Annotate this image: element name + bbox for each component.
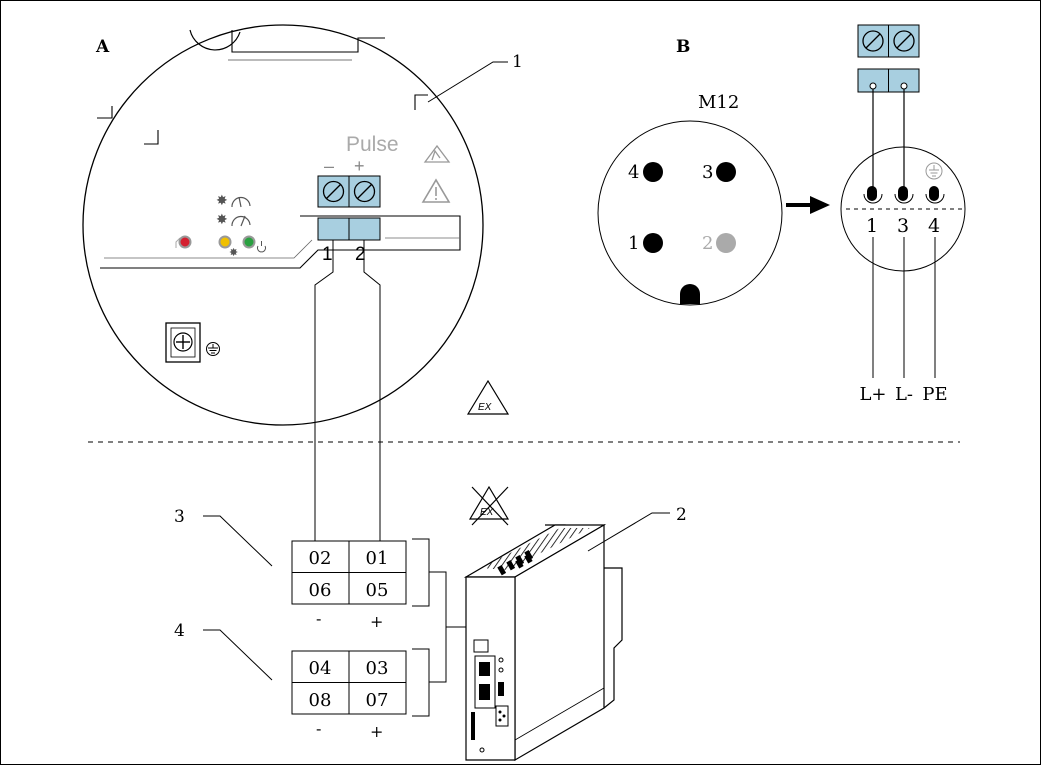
pe-ground-icon: [925, 162, 943, 180]
pulse-minus-label: –: [324, 156, 334, 176]
ground-screw: [165, 322, 201, 363]
signal-icon-upper: ✸: [216, 192, 251, 208]
din-rail-device: [463, 523, 623, 762]
pulse-terminal-connector: [317, 217, 381, 241]
terminal-1-label: 1: [322, 244, 333, 265]
callout-1: 1: [512, 52, 523, 72]
warning-icon: [421, 178, 451, 203]
non-ex-zone-icon: EX: [468, 485, 510, 526]
led-burst-icon: ✸: [229, 247, 238, 259]
callout-1-leader: [427, 61, 508, 103]
block-upper-minus: -: [316, 609, 321, 628]
power-icon: [257, 241, 266, 253]
housing-circle: [82, 24, 484, 426]
panel-b-letter: B: [676, 37, 690, 57]
non-ex-zone-text: EX: [480, 507, 494, 518]
pulse-screw-terminal: [317, 175, 381, 208]
callout-2-leader: [587, 512, 670, 552]
panel-a: A Pulse – +: [82, 24, 523, 426]
socket-view: [840, 82, 966, 272]
signal-pe: PE: [922, 384, 947, 405]
panel-b: B M12 4 3 1 2: [597, 24, 966, 405]
earth-ground-icon: [206, 342, 220, 356]
m12-pin-4: [643, 162, 663, 182]
led-yellow: [218, 235, 232, 249]
ex-zone-icon: EX: [466, 379, 510, 415]
svg-text:✸: ✸: [216, 211, 228, 227]
output-wires: [872, 237, 936, 378]
pulse-wires: [314, 240, 381, 545]
m12-pin-4-label: 4: [628, 162, 639, 183]
signal-icon-lower: ✸: [216, 211, 251, 227]
block-lower-plus: +: [370, 722, 383, 741]
m12-connector: 4 3 1 2: [597, 120, 783, 306]
b-terminal-connector: [857, 68, 920, 93]
terminal-08: 08: [309, 690, 332, 711]
m12-label: M12: [698, 92, 739, 113]
terminal-07: 07: [366, 690, 389, 711]
svg-text:✸: ✸: [216, 192, 228, 208]
signal-l-plus: L+: [859, 384, 886, 405]
callout-2: 2: [676, 505, 687, 525]
led-red: [175, 235, 192, 249]
socket-pin-3-label: 3: [897, 215, 909, 237]
block-upper-plus: +: [370, 612, 383, 631]
callout-3: 3: [174, 507, 185, 527]
socket-pin-1-label: 1: [866, 215, 878, 237]
pulse-label: Pulse: [346, 133, 399, 156]
m12-pin-1-label: 1: [628, 233, 639, 254]
terminal-block-upper: 02 01 06 05 - +: [291, 540, 407, 631]
ex-zone-text: EX: [478, 402, 492, 413]
m12-pin-3-label: 3: [702, 162, 713, 183]
panel-a-letter: A: [95, 37, 110, 57]
block-lower-minus: -: [316, 719, 321, 738]
m12-key: [680, 284, 700, 304]
block-brackets: [412, 538, 466, 717]
terminal-2-label: 2: [355, 244, 366, 265]
m12-pin-2: [716, 233, 736, 253]
b-screw-terminal: [857, 24, 920, 58]
signal-l-minus: L-: [895, 384, 913, 405]
m12-pin-1: [643, 233, 663, 253]
terminal-05: 05: [366, 580, 389, 601]
callout-4-leader: 4: [174, 621, 273, 681]
terminal-block-lower: 04 03 08 07 - +: [291, 650, 407, 741]
callout-4: 4: [174, 621, 185, 641]
terminal-03: 03: [366, 658, 389, 679]
m12-pin-3: [716, 162, 736, 182]
m12-pin-2-label: 2: [702, 233, 713, 254]
callout-3-leader: 3: [174, 507, 273, 567]
terminal-02: 02: [309, 548, 332, 569]
arrow-icon: [786, 196, 830, 214]
led-green: [242, 235, 256, 249]
terminal-01: 01: [366, 548, 389, 569]
esd-icon: [423, 144, 451, 163]
terminal-04: 04: [309, 658, 332, 679]
terminal-06: 06: [309, 580, 332, 601]
socket-pin-4-label: 4: [928, 215, 940, 237]
pulse-plus-label: +: [354, 156, 365, 176]
